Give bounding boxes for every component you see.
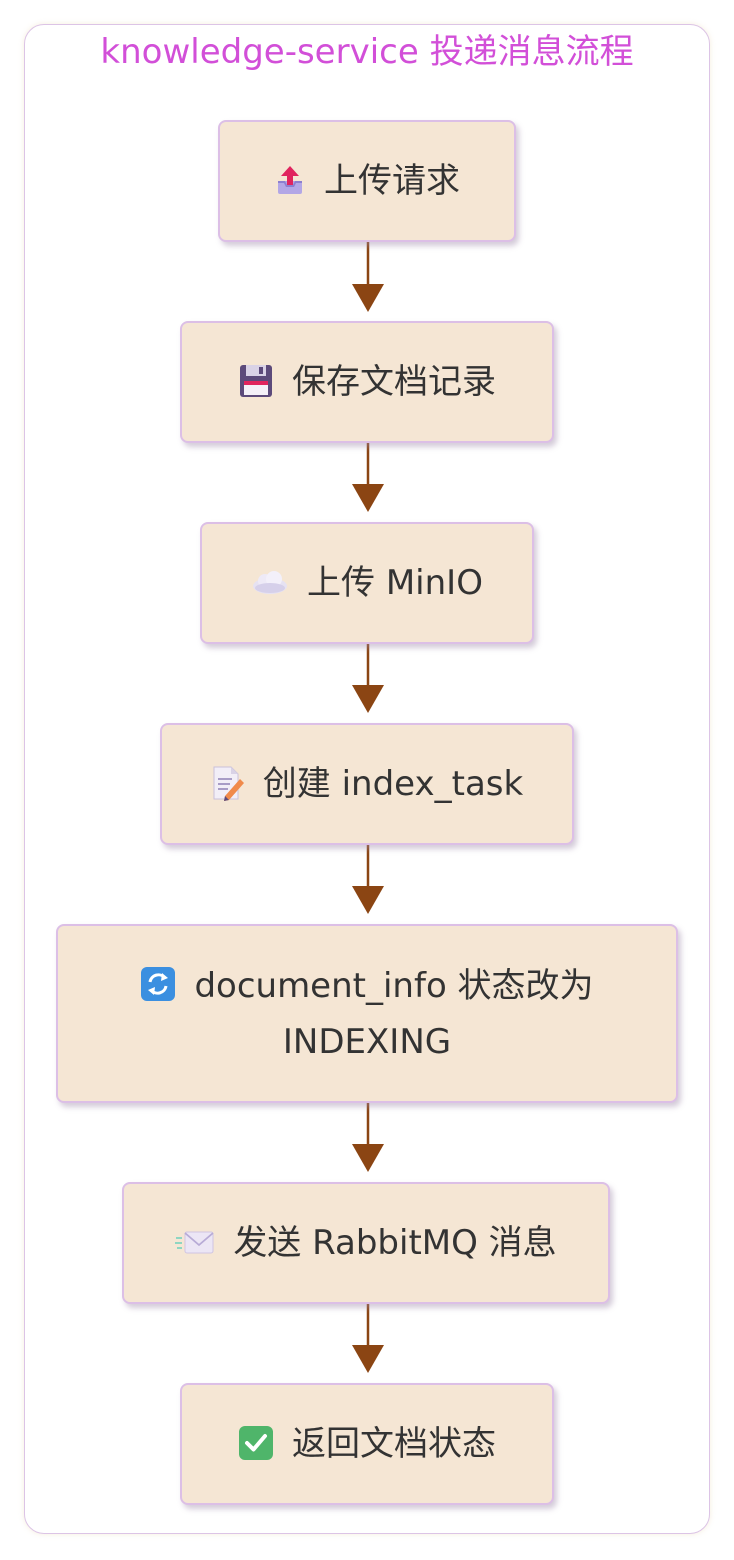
arrowhead [352,685,384,713]
memo-icon [211,765,245,801]
arrowhead [352,886,384,914]
edge-upload-to-save [352,242,384,312]
edge-index-task-to-status [352,845,384,914]
arrowhead [352,284,384,312]
node-save-document-record: 保存文档记录 [180,321,554,443]
refresh-arrows-icon [140,966,176,1002]
cloud-icon [251,569,289,595]
arrowhead [352,1144,384,1172]
node-label: 上传 MinIO [307,563,483,603]
arrowhead [352,1345,384,1373]
node-label-line-1: document_info 状态改为 [194,965,594,1006]
check-mark-button-icon [238,1425,274,1461]
node-upload-request: 上传请求 [218,120,516,242]
node-label-line-2: INDEXING [282,1021,452,1062]
node-create-index-task: 创建 index_task [160,723,574,845]
node-label: 保存文档记录 [292,362,496,402]
outbox-tray-icon [274,164,306,196]
arrowhead [352,484,384,512]
edge-status-to-rabbitmq [352,1103,384,1172]
edge-minio-to-index-task [352,644,384,713]
node-send-rabbitmq-message: 发送 RabbitMQ 消息 [122,1182,610,1304]
diagram-title: knowledge-service 投递消息流程 [100,32,634,72]
node-upload-minio: 上传 MinIO [200,522,534,644]
node-return-document-status: 返回文档状态 [180,1383,554,1505]
floppy-disk-icon [238,363,274,399]
node-label: 发送 RabbitMQ 消息 [233,1223,557,1263]
node-set-status-indexing: document_info 状态改为 INDEXING [56,924,678,1103]
edge-rabbitmq-to-return [352,1304,384,1373]
edge-save-to-minio [352,443,384,512]
node-label: 上传请求 [324,161,460,201]
node-label: 创建 index_task [262,764,524,804]
incoming-envelope-icon [175,1228,215,1256]
node-label: 返回文档状态 [292,1424,496,1464]
